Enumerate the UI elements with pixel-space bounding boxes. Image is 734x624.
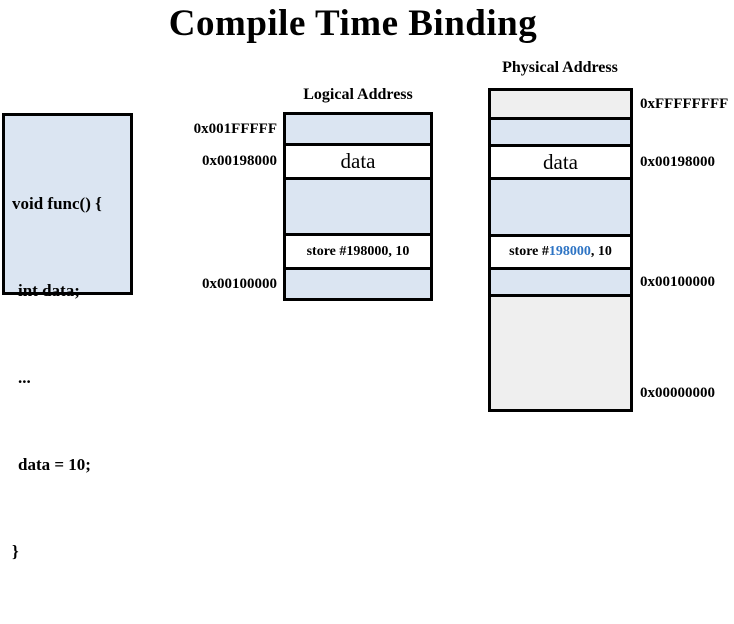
logical-address-label-top: 0x001FFFFF <box>193 121 277 137</box>
logical-memory-segment <box>286 270 430 298</box>
code-line: data = 10; <box>18 455 91 474</box>
code-line: int data; <box>18 281 80 300</box>
logical-data-segment: data <box>286 146 430 180</box>
physical-address-header: Physical Address <box>502 59 618 76</box>
logical-memory-column: data store #198000, 10 <box>283 112 433 301</box>
physical-memory-segment <box>491 180 630 237</box>
store-suffix: , 10 <box>590 244 612 259</box>
physical-memory-segment <box>491 120 630 147</box>
logical-address-label-data: 0x00198000 <box>202 153 277 169</box>
physical-memory-segment <box>491 297 630 409</box>
physical-store-instruction: store #198000, 10 <box>491 237 630 270</box>
page-title: Compile Time Binding <box>168 3 538 44</box>
store-bound-address: 198000 <box>548 244 591 259</box>
logical-address-label-bottom: 0x00100000 <box>202 276 277 292</box>
physical-address-label-top: 0xFFFFFFFF <box>640 96 729 112</box>
physical-memory-segment <box>491 91 630 120</box>
physical-address-label-bottom: 0x00000000 <box>640 385 715 401</box>
logical-memory-segment <box>286 115 430 146</box>
logical-store-instruction: store #198000, 10 <box>286 236 430 270</box>
logical-address-header: Logical Address <box>303 86 413 103</box>
code-line: ... <box>18 368 31 387</box>
code-line: } <box>12 542 19 561</box>
physical-address-label-data: 0x00198000 <box>640 154 715 170</box>
physical-data-segment: data <box>491 147 630 180</box>
physical-memory-column: data store #198000, 10 <box>488 88 633 412</box>
store-prefix: store # <box>509 244 549 259</box>
physical-address-label-low: 0x00100000 <box>640 274 715 290</box>
source-code-box: void func() { int data; ... data = 10; } <box>2 113 133 561</box>
physical-memory-segment <box>491 270 630 297</box>
logical-memory-segment <box>286 180 430 236</box>
code-line: void func() { <box>12 194 102 213</box>
